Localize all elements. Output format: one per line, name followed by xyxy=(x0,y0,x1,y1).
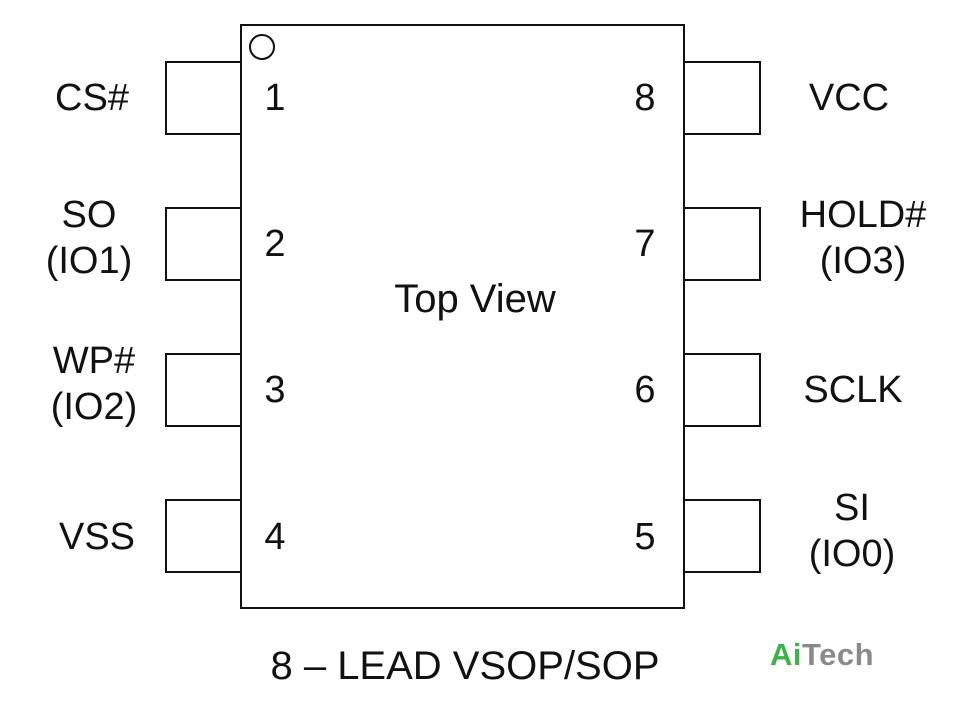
pin-2-name: SO xyxy=(61,194,117,236)
pin-5-alt-name: (IO0) xyxy=(808,533,896,575)
pin-8-number: 8 xyxy=(634,77,656,119)
pin-7-lead xyxy=(685,207,761,281)
pin-6-lead xyxy=(685,353,761,427)
pin-7-label: HOLD# (IO3) xyxy=(768,192,958,284)
pin-3-alt-name: (IO2) xyxy=(50,386,138,428)
pin-6-number: 6 xyxy=(634,369,656,411)
pin-1-indicator-circle xyxy=(249,34,275,60)
pin-8-label: VCC xyxy=(754,75,944,121)
pin-3-label: WP# (IO2) xyxy=(0,338,189,430)
chip-body xyxy=(240,24,685,609)
pin-7-number: 7 xyxy=(634,223,656,265)
logo-part-ai: Ai xyxy=(770,637,802,672)
pin-3-name: WP# xyxy=(52,340,136,382)
pin-1-number: 1 xyxy=(264,77,286,119)
pin-4-lead xyxy=(165,499,241,573)
pin-6-name: SCLK xyxy=(803,369,903,411)
pin-2-lead xyxy=(165,207,241,281)
pin-1-label: CS# xyxy=(0,75,187,121)
aitech-logo: AiTech xyxy=(770,636,874,674)
logo-part-tech: Tech xyxy=(802,637,875,672)
pin-7-alt-name: (IO3) xyxy=(819,240,907,282)
pin-2-label: SO (IO1) xyxy=(0,192,184,284)
pin-1-lead xyxy=(165,61,241,135)
pin-3-lead xyxy=(165,353,241,427)
pin-4-number: 4 xyxy=(264,516,286,558)
pin-8-name: VCC xyxy=(808,77,890,119)
pin-8-lead xyxy=(685,61,761,135)
pin-4-label: VSS xyxy=(2,514,192,560)
pin-2-number: 2 xyxy=(264,223,286,265)
pin-5-name: SI xyxy=(834,487,870,529)
pin-5-lead xyxy=(685,499,761,573)
pin-3-number: 3 xyxy=(264,369,286,411)
pin-2-alt-name: (IO1) xyxy=(45,240,133,282)
pin-7-name: HOLD# xyxy=(799,194,927,236)
pin-5-number: 5 xyxy=(634,516,656,558)
top-view-label: Top View xyxy=(394,277,556,321)
package-caption: 8 – LEAD VSOP/SOP xyxy=(270,644,660,688)
pin-1-name: CS# xyxy=(55,77,129,119)
pin-5-label: SI (IO0) xyxy=(757,485,947,577)
pin-4-name: VSS xyxy=(58,516,136,558)
pin-6-label: SCLK xyxy=(758,367,948,413)
